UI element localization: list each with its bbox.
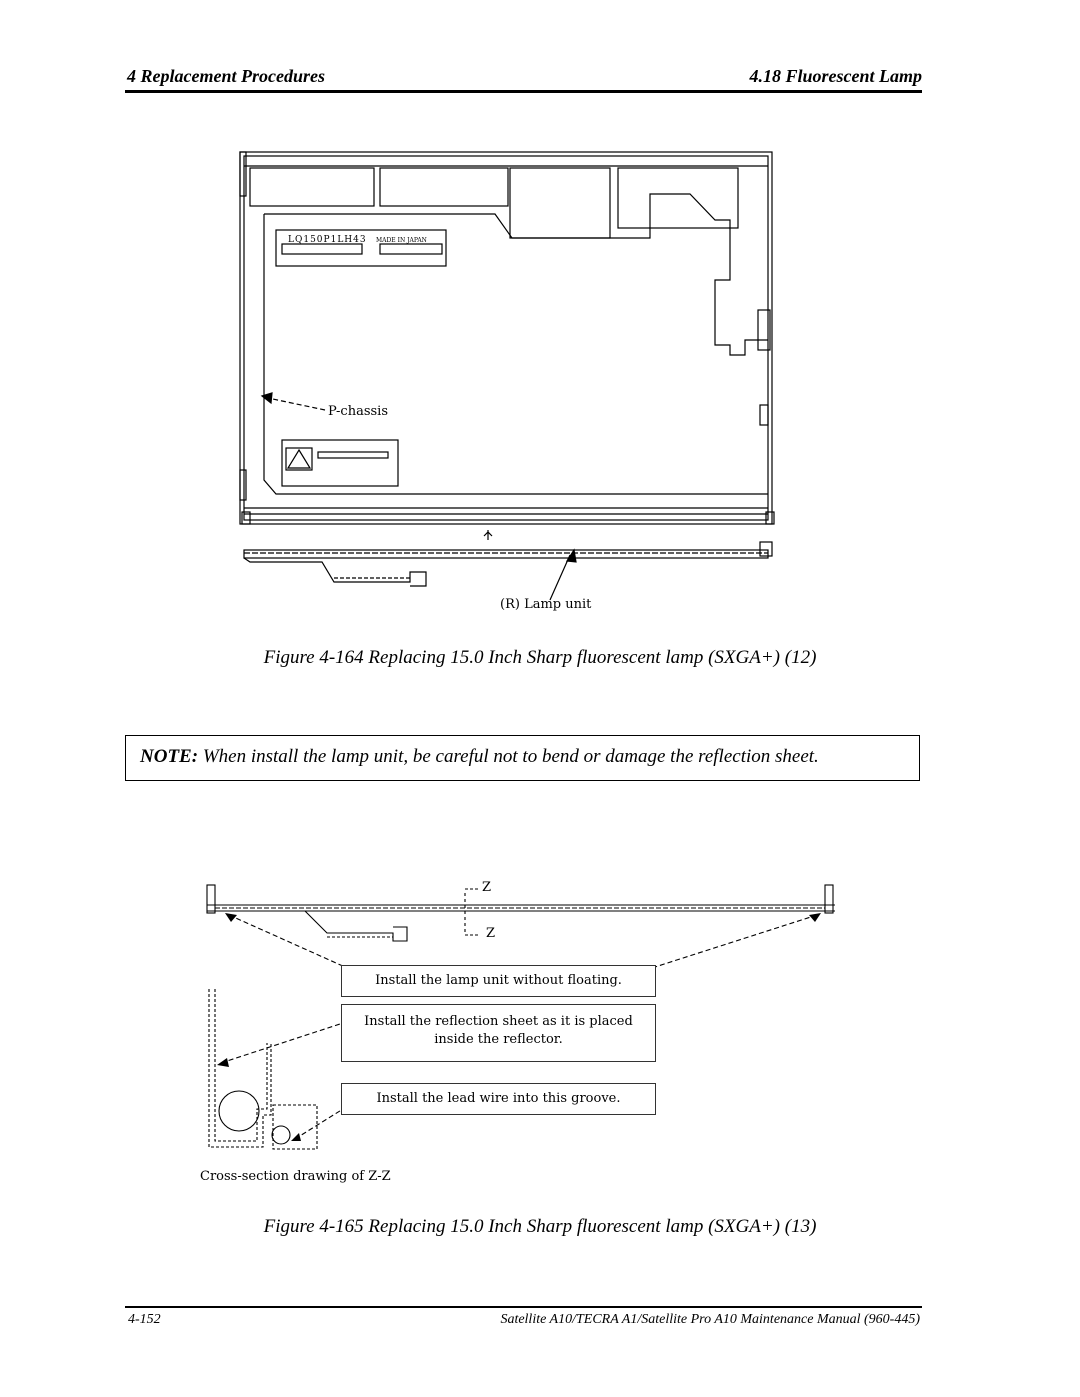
callout-lead-wire: Install the lead wire into this groove. (341, 1083, 656, 1115)
note-text: When install the lamp unit, be careful n… (202, 746, 819, 767)
manual-title: Satellite A10/TECRA A1/Satellite Pro A10… (500, 1312, 920, 1327)
z-label-top: Z (482, 880, 492, 895)
page-number: 4-152 (128, 1312, 161, 1327)
callout-reflection-sheet: Install the reflection sheet as it is pl… (341, 1004, 656, 1062)
z-label-bottom: Z (486, 926, 496, 941)
footer-rule (125, 1306, 922, 1308)
figure-165-caption: Figure 4-165 Replacing 15.0 Inch Sharp f… (263, 1216, 817, 1237)
note-box: NOTE: When install the lamp unit, be car… (125, 735, 920, 781)
note-prefix: NOTE: (140, 746, 199, 767)
callout-reflection-line2: inside the reflector. (434, 1032, 563, 1047)
lcd-panel-drawing (239, 151, 775, 601)
callout-lamp-unit: Install the lamp unit without floating. (341, 965, 656, 997)
lamp-install-drawing (206, 884, 835, 1150)
callout-reflection-line1: Install the reflection sheet as it is pl… (364, 1014, 633, 1029)
panel-model-label: LQ150P1LH43 (288, 235, 367, 245)
lamp-unit-label: (R) Lamp unit (500, 597, 592, 612)
figure-164-caption: Figure 4-164 Replacing 15.0 Inch Sharp f… (263, 647, 817, 668)
header-rule (125, 90, 922, 93)
section-title: 4 Replacement Procedures (127, 66, 325, 86)
subsection-title: 4.18 Fluorescent Lamp (749, 66, 922, 86)
cross-section-label: Cross-section drawing of Z-Z (200, 1169, 391, 1184)
p-chassis-label: P-chassis (328, 404, 389, 419)
panel-origin-label: MADE IN JAPAN (376, 237, 427, 244)
